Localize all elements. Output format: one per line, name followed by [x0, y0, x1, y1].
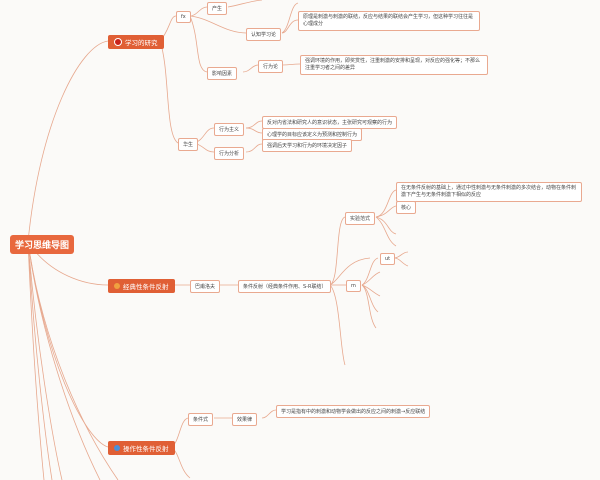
node-conditions-label: 条件式	[193, 417, 209, 423]
link-analysis-desc	[245, 143, 263, 153]
link-bionics-desc	[261, 409, 277, 419]
node-core[interactable]: 核心	[396, 201, 417, 214]
node-m[interactable]: m	[346, 280, 361, 292]
node-bionics-desc[interactable]: 学习是指有中的刺激和动物学会做出的反应之间的刺激→反应联结	[276, 405, 431, 418]
link-root-extra2	[27, 241, 53, 480]
link-fx-cognitive	[189, 15, 247, 34]
node-core-label: 核心	[401, 205, 412, 211]
link-exp-extra	[375, 216, 397, 235]
node-reflex-label: 条件反射（经典条件作用、S-R联结）	[243, 284, 327, 290]
link-influence-behavior	[242, 64, 259, 73]
node-bionics-label: 效果律	[237, 417, 253, 423]
link-ut-b	[393, 257, 409, 267]
node-huasheng-label: 华生	[183, 142, 194, 148]
link-research-huasheng	[159, 40, 179, 144]
link-produce-up	[227, 0, 263, 8]
node-ut-label: ut	[385, 256, 391, 262]
node-reflex[interactable]: 条件反射（经典条件作用、S-R联结）	[238, 280, 332, 293]
node-fx[interactable]: fx	[176, 11, 191, 23]
node-bionics-desc-text: 学习是指有中的刺激和动物学会做出的反应之间的刺激→反应联结	[281, 409, 426, 415]
link-reflex-lower	[329, 284, 346, 366]
link-exp-desc	[375, 189, 397, 218]
node-cognitive-desc-text: 原理是刺激与刺激的联结，反应与结果的联结会产生学习，但这种学习往往是心理成分	[303, 14, 474, 27]
node-fx-label: fx	[181, 14, 186, 20]
node-ut[interactable]: ut	[380, 253, 396, 265]
node-experiment[interactable]: 实验范式	[345, 212, 376, 225]
node-behavior-analysis-desc[interactable]: 强调后天学习和行为的环境决定因子	[262, 139, 353, 152]
link-operant-lower	[171, 446, 191, 479]
link-m-1	[361, 257, 379, 286]
link-exp-core	[375, 205, 397, 218]
node-huasheng[interactable]: 华生	[178, 138, 199, 151]
node-experiment-desc-text: 在无条件反射的基础上，通过中性刺激与无条件刺激的多次结合，动物在条件刺激下产生与…	[401, 185, 577, 198]
link-root-research	[27, 40, 109, 243]
node-behavior-analysis-label: 行为分析	[219, 151, 240, 157]
link-root-extra5	[27, 241, 119, 480]
node-experiment-label: 实验范式	[350, 216, 371, 222]
link-m-2	[361, 271, 381, 286]
node-conditions[interactable]: 条件式	[188, 413, 214, 426]
link-root-extra4	[27, 241, 101, 480]
red-dot-icon	[114, 38, 122, 46]
node-behavior-def[interactable]: 行为主义	[214, 123, 245, 136]
node-cognitive-label: 认知学习论	[251, 32, 277, 38]
link-reflex-experiment	[329, 216, 346, 286]
branch-classical-label: 经典性条件反射	[123, 283, 169, 291]
link-exp-extra2	[375, 216, 397, 247]
node-bionics[interactable]: 效果律	[232, 413, 258, 426]
node-behaviorism-label: 行为论	[263, 64, 279, 70]
node-pavlov[interactable]: 巴甫洛夫	[190, 280, 221, 293]
link-root-operant	[27, 241, 109, 448]
node-produce[interactable]: 产生	[207, 2, 228, 15]
node-behaviorism-desc[interactable]: 强调环境的作用，即奖赏性，注重刺激的安排和呈现，对反应的强化等；不那么注重学习者…	[300, 55, 488, 75]
branch-learning-research-label: 学习的研究	[125, 39, 158, 47]
link-fx-produce	[189, 6, 208, 17]
link-m-5	[361, 284, 377, 329]
root-node[interactable]: 学习思维导图	[10, 235, 75, 254]
link-def-desc1	[245, 120, 263, 129]
node-behaviorism-desc-text: 强调环境的作用，即奖赏性，注重刺激的安排和呈现，对反应的强化等；不那么注重学习者…	[305, 58, 481, 71]
branch-classical[interactable]: 经典性条件反射	[108, 279, 175, 293]
node-influence-label: 影响因素	[212, 71, 233, 77]
link-m-3	[361, 284, 381, 297]
root-label: 学习思维导图	[15, 241, 70, 251]
node-experiment-desc[interactable]: 在无条件反射的基础上，通过中性刺激与无条件刺激的多次结合，动物在条件刺激下产生与…	[396, 182, 582, 202]
node-cognitive-desc[interactable]: 原理是刺激与刺激的联结，反应与结果的联结会产生学习，但这种学习往往是心理成分	[298, 11, 480, 31]
node-behavior-def-desc-text: 反对内省法和研究人的意识状态，主张研究可观察的行为	[267, 120, 393, 126]
branch-operant-label: 操作性条件反射	[123, 445, 169, 453]
node-m-label: m	[351, 283, 356, 289]
link-behavior-desc	[281, 63, 301, 66]
node-pavlov-label: 巴甫洛夫	[195, 284, 216, 290]
link-cognitive-up	[281, 2, 299, 34]
node-cognitive[interactable]: 认知学习论	[246, 28, 282, 41]
branch-operant[interactable]: 操作性条件反射	[108, 441, 175, 455]
node-behavior-analysis[interactable]: 行为分析	[214, 147, 245, 160]
node-behavior-def-label: 行为主义	[219, 127, 240, 133]
link-cognitive-desc	[281, 19, 299, 34]
node-behaviorism[interactable]: 行为论	[258, 60, 284, 73]
link-def-desc2	[245, 127, 263, 134]
blue-dot-icon	[114, 445, 120, 451]
node-behavior-analysis-desc-text: 强调后天学习和行为的环境决定因子	[267, 143, 348, 149]
link-root-extra3	[27, 241, 45, 480]
orange-dot-icon	[114, 283, 120, 289]
branch-learning-research[interactable]: 学习的研究	[108, 35, 164, 49]
link-root-extra1	[27, 241, 63, 480]
link-ut-a	[393, 251, 409, 259]
link-fx-influence	[189, 15, 208, 73]
node-psych-def-desc-text: 心理学的目标应该定义为预测和控制行为	[267, 132, 358, 138]
node-influence[interactable]: 影响因素	[207, 67, 238, 80]
node-produce-label: 产生	[212, 6, 223, 12]
link-reflex-ut	[329, 257, 371, 286]
